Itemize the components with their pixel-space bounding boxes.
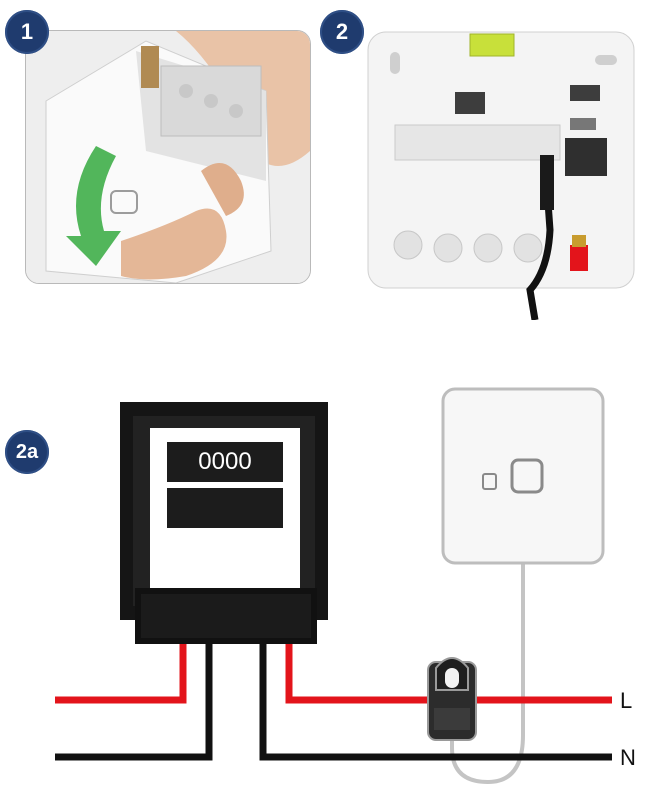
step-1-label: 1 <box>20 19 34 44</box>
live-wire-label: L <box>620 688 633 713</box>
meter-display-value: 0000 <box>198 448 252 475</box>
step1-photo <box>25 30 311 284</box>
step-2a-label: 2a <box>15 440 39 463</box>
gateway-device-icon <box>441 387 605 565</box>
current-clamp-icon <box>427 657 477 741</box>
neutral-wire-right <box>259 642 612 761</box>
neutral-wire-label: N <box>620 745 636 770</box>
live-wire-left <box>55 642 187 704</box>
sensor-cable <box>450 563 525 785</box>
step-2a-badge: 2a <box>5 430 49 474</box>
step2-photo <box>360 30 645 320</box>
hand-opening-device-illustration <box>26 31 310 283</box>
live-wire-right <box>285 642 612 704</box>
energy-meter-icon <box>120 402 328 644</box>
device-back-plate-illustration <box>367 31 635 320</box>
step-2-badge: 2 <box>320 10 364 54</box>
step-2-label: 2 <box>335 19 349 44</box>
step-1-badge: 1 <box>5 10 49 54</box>
neutral-wire-left <box>55 642 213 761</box>
